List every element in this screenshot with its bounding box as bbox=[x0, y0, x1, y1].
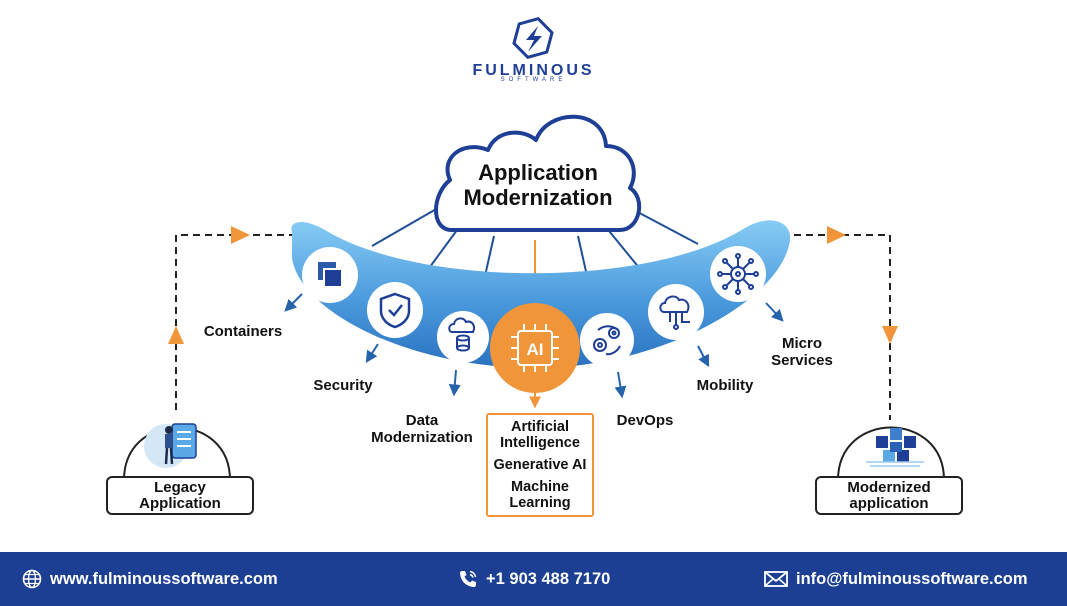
gears-icon bbox=[593, 325, 621, 356]
label-data-modernization: Data Modernization bbox=[366, 412, 478, 446]
ai-topic-line2: Intelligence bbox=[500, 435, 580, 451]
containers-icon bbox=[318, 262, 343, 288]
label-micro-line1: Micro bbox=[781, 335, 822, 352]
center-title-line2: Modernization bbox=[463, 185, 613, 210]
flow-left bbox=[175, 234, 300, 410]
globe-icon bbox=[22, 569, 42, 589]
ai-topic-line4: Machine bbox=[510, 479, 569, 495]
ai-topic-artificial-intelligence: Artificial Intelligence bbox=[500, 419, 580, 451]
legacy-line2: Application bbox=[139, 494, 221, 512]
label-devops: DevOps bbox=[616, 412, 674, 429]
shield-icon bbox=[379, 292, 411, 329]
ai-topics-box: Artificial Intelligence Generative AI Ma… bbox=[486, 413, 594, 517]
label-containers: Containers bbox=[203, 323, 283, 340]
ai-topic-line1: Artificial bbox=[510, 419, 569, 435]
arrow-right-right bbox=[827, 226, 846, 244]
modernized-line2: application bbox=[849, 494, 929, 512]
label-micro-line2: Services bbox=[771, 352, 833, 369]
arrow-right-left bbox=[231, 226, 250, 244]
logo-icon bbox=[512, 17, 554, 59]
data-circle bbox=[437, 311, 489, 363]
ai-circle bbox=[490, 303, 580, 393]
label-arrows bbox=[284, 293, 784, 399]
label-micro-services: Micro Services bbox=[764, 335, 840, 369]
phone-icon bbox=[460, 570, 477, 587]
cloud-network-icon bbox=[659, 295, 690, 330]
modernized-application-box: Modernized application bbox=[815, 476, 963, 515]
footer-website[interactable]: www.fulminoussoftware.com bbox=[22, 569, 278, 589]
modernized-line1: Modernized bbox=[847, 478, 931, 496]
legacy-illustration-icon bbox=[144, 423, 197, 468]
footer-phone[interactable]: +1 903 488 7170 bbox=[458, 569, 610, 589]
envelope-icon bbox=[764, 571, 788, 587]
label-data-line2: Modernization bbox=[371, 429, 473, 446]
arrow-down-right bbox=[882, 326, 898, 344]
label-security: Security bbox=[313, 377, 373, 394]
ai-chip-icon bbox=[511, 324, 559, 372]
data-cloud-icon bbox=[448, 317, 476, 352]
diagram-canvas: AI bbox=[123, 17, 945, 481]
footer-email-text: info@fulminoussoftware.com bbox=[796, 569, 1028, 588]
legacy-line1: Legacy bbox=[154, 478, 206, 496]
ai-topic-machine-learning: Machine Learning bbox=[509, 479, 570, 511]
footer-phone-text: +1 903 488 7170 bbox=[486, 569, 611, 588]
arrow-up-left bbox=[168, 326, 184, 344]
flow-right bbox=[770, 234, 891, 420]
center-title-line1: Application bbox=[478, 160, 598, 185]
label-data-line1: Data bbox=[405, 412, 439, 429]
microservices-icon bbox=[717, 253, 759, 295]
brand-name: FULMINOUS bbox=[472, 62, 595, 79]
center-title: Application Modernization bbox=[440, 160, 636, 210]
ai-topic-generative-ai: Generative AI bbox=[493, 457, 587, 473]
footer-email[interactable]: info@fulminoussoftware.com bbox=[764, 569, 1028, 589]
security-circle bbox=[367, 282, 423, 338]
cloud-shape bbox=[434, 114, 641, 232]
label-mobility: Mobility bbox=[696, 377, 754, 394]
devops-circle bbox=[580, 313, 634, 367]
footer-website-text: www.fulminoussoftware.com bbox=[50, 569, 278, 588]
ai-topic-line5: Learning bbox=[509, 495, 571, 511]
legacy-application-box: Legacy Application bbox=[106, 476, 254, 515]
brand-tagline: SOFTWARE bbox=[500, 77, 567, 83]
modernized-cubes-icon bbox=[866, 428, 924, 467]
ai-chip-text: AI bbox=[527, 340, 544, 359]
footer-bar: www.fulminoussoftware.com +1 903 488 717… bbox=[0, 552, 1067, 606]
